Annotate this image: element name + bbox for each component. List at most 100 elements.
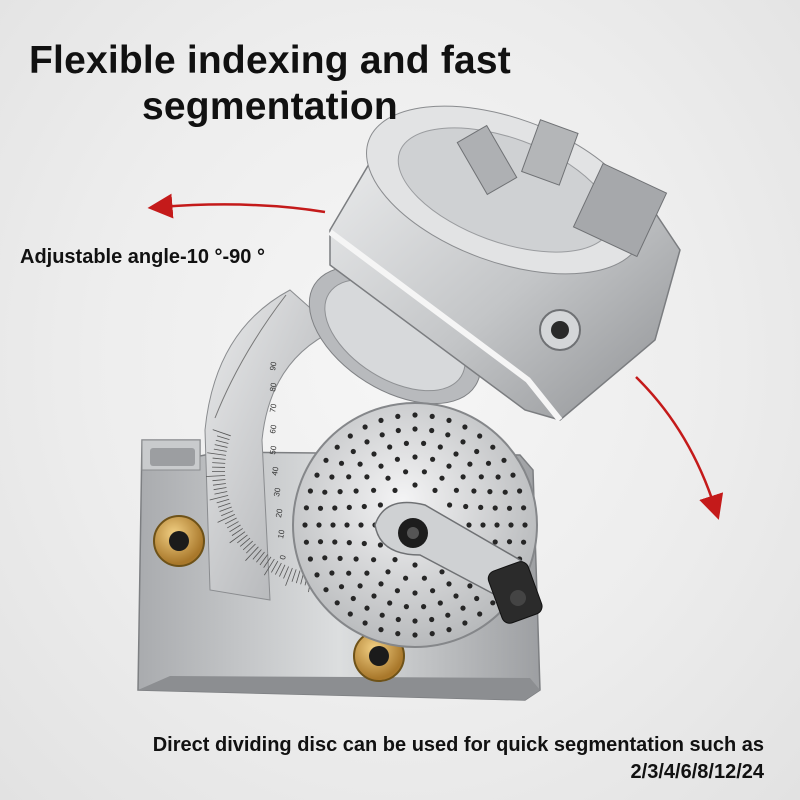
- disc-hole: [439, 475, 445, 481]
- scale-tick-label: 50: [268, 444, 279, 455]
- disc-hole: [429, 413, 435, 419]
- disc-hole: [429, 631, 435, 637]
- disc-hole: [494, 522, 500, 528]
- scale-tick: [227, 521, 239, 529]
- disc-hole: [303, 539, 309, 545]
- disc-hole: [385, 475, 391, 481]
- disc-hole: [446, 627, 452, 633]
- disc-hole: [395, 631, 401, 637]
- disc-hole: [323, 457, 329, 463]
- disc-hole: [395, 413, 401, 419]
- disc-hole: [495, 474, 501, 480]
- disc-hole: [478, 504, 484, 510]
- scale-tick: [245, 546, 259, 561]
- disc-hole: [303, 505, 309, 511]
- scale-tick: [274, 562, 282, 575]
- rotation-arrow-left: [147, 193, 326, 219]
- caption-line2: 2/3/4/6/8/12/24: [630, 761, 764, 783]
- disc-hole: [378, 417, 384, 423]
- disc-hole: [439, 569, 445, 575]
- headline-line2: segmentation: [142, 85, 398, 128]
- scale-tick: [206, 475, 226, 477]
- disc-hole: [412, 590, 418, 596]
- brass-bolt-left: [153, 515, 205, 567]
- disc-hole: [329, 570, 335, 576]
- disc-hole: [337, 489, 343, 495]
- disc-hole: [447, 502, 453, 508]
- disc-hole: [501, 457, 507, 463]
- scale-tick: [212, 483, 226, 486]
- disc-hole: [412, 412, 418, 418]
- headline-line1: Flexible indexing and fast: [29, 39, 511, 82]
- disc-hole: [392, 557, 398, 563]
- disc-hole: [421, 469, 427, 475]
- scale-tick: [237, 534, 248, 544]
- disc-hole: [506, 539, 513, 545]
- disc-hole: [394, 588, 400, 594]
- disc-hole: [492, 539, 498, 545]
- disc-hole: [338, 584, 345, 590]
- disc-hole: [302, 522, 308, 528]
- scale-tick: [256, 551, 265, 563]
- scale-tick: [279, 564, 286, 577]
- disc-hole: [487, 489, 493, 495]
- scale-tick: [224, 517, 237, 525]
- disc-hole: [521, 505, 527, 511]
- scale-tick: [263, 558, 275, 576]
- scale-tick: [229, 524, 241, 533]
- disc-hole: [460, 474, 466, 480]
- disc-hole: [371, 451, 377, 457]
- scale-tick: [215, 439, 229, 444]
- caption-line1: Direct dividing disc can be used for qui…: [152, 734, 764, 756]
- scale-tick: [214, 444, 228, 448]
- adjustable-angle-label: Adjustable angle-10 °-90 °: [20, 246, 265, 268]
- scale-tick: [216, 498, 230, 504]
- disc-hole: [353, 488, 359, 494]
- disc-hole: [412, 562, 418, 568]
- disc-hole: [492, 505, 498, 511]
- scale-tick: [231, 528, 243, 536]
- disc-hole: [377, 542, 383, 548]
- scale-tick: [217, 514, 236, 523]
- scale-tick-label: 10: [276, 528, 287, 539]
- scale-tick: [216, 435, 230, 441]
- disc-hole: [377, 502, 383, 508]
- disc-hole: [460, 439, 466, 445]
- disc-hole: [344, 522, 350, 528]
- disc-hole: [446, 463, 452, 469]
- disc-hole: [403, 469, 409, 475]
- disc-hole: [437, 600, 443, 606]
- disc-hole: [445, 432, 451, 438]
- disc-hole: [412, 454, 418, 460]
- disc-hole: [329, 474, 335, 480]
- disc-hole: [412, 426, 418, 432]
- scale-tick: [207, 452, 227, 456]
- disc-hole: [453, 451, 459, 457]
- disc-hole: [421, 604, 427, 610]
- disc-hole: [429, 616, 435, 623]
- scale-tick: [245, 543, 256, 554]
- disc-hole: [412, 632, 418, 638]
- disc-hole: [317, 539, 324, 545]
- disc-hole: [490, 600, 496, 606]
- disc-hole: [453, 593, 459, 599]
- disc-hole: [506, 505, 513, 511]
- disc-hole: [387, 600, 393, 606]
- disc-hole: [403, 575, 409, 581]
- scale-tick-label: 20: [274, 507, 285, 518]
- disc-hole: [477, 433, 483, 439]
- disc-hole: [346, 474, 352, 480]
- disc-hole: [432, 487, 438, 493]
- headline: Flexible indexing and fast segmentation: [0, 38, 540, 130]
- disc-hole: [322, 489, 328, 495]
- disc-hole: [521, 539, 527, 545]
- scale-tick: [285, 567, 293, 586]
- disc-hole: [421, 575, 427, 581]
- disc-hole: [477, 611, 483, 617]
- disc-hole: [338, 460, 345, 466]
- disc-hole: [395, 427, 401, 434]
- scale-tick: [295, 570, 301, 584]
- scale-tick: [229, 531, 246, 544]
